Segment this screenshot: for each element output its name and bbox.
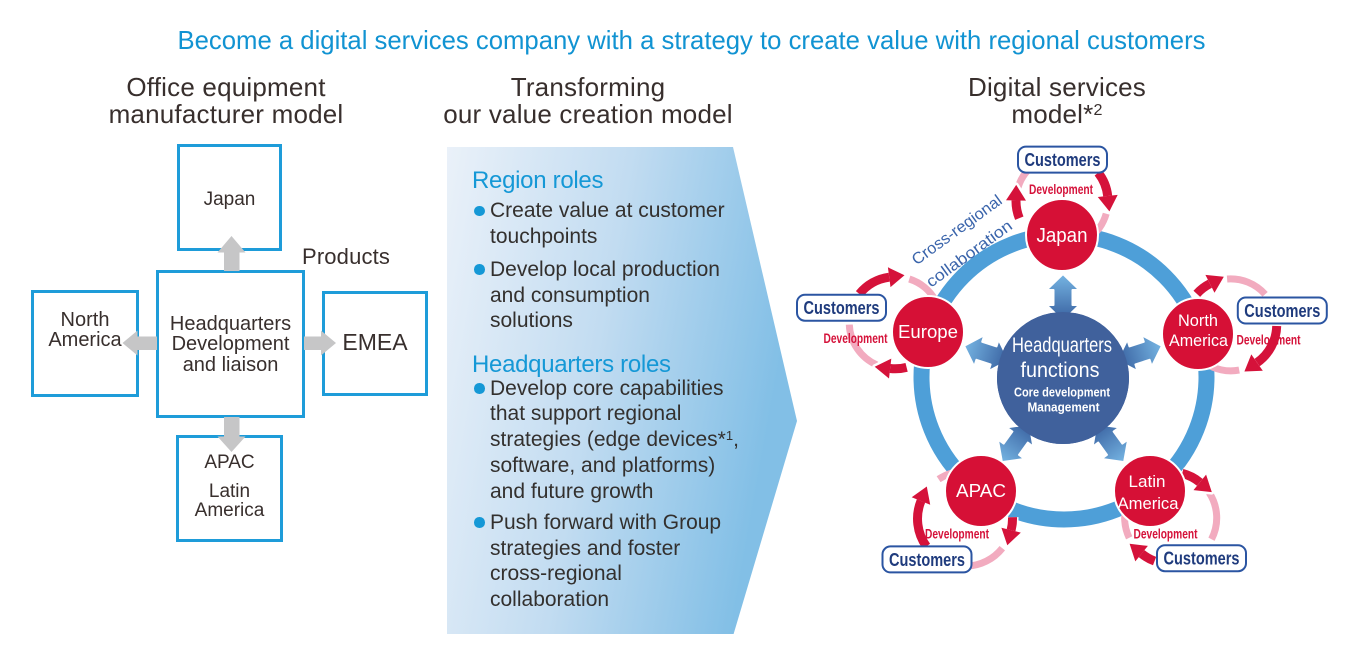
svg-text:America: America — [1118, 495, 1180, 513]
svg-text:Development: Development — [1237, 332, 1301, 348]
svg-text:Development: Development — [824, 330, 888, 346]
svg-text:Development: Development — [1134, 526, 1198, 542]
svg-text:Customers: Customers — [1164, 549, 1240, 569]
svg-text:Headquarters: Headquarters — [1012, 334, 1112, 357]
svg-text:Management: Management — [1028, 400, 1101, 415]
svg-text:Customers: Customers — [889, 550, 965, 570]
svg-text:Development: Development — [925, 526, 989, 542]
svg-text:Development: Development — [1029, 181, 1093, 197]
svg-text:Core development: Core development — [1014, 385, 1111, 400]
svg-text:Latin: Latin — [1129, 473, 1166, 491]
svg-text:America: America — [1169, 332, 1229, 350]
svg-text:Customers: Customers — [804, 298, 880, 318]
svg-text:APAC: APAC — [956, 481, 1006, 501]
svg-text:Europe: Europe — [898, 322, 958, 342]
svg-text:Japan: Japan — [1037, 225, 1088, 247]
svg-text:North: North — [1178, 312, 1218, 330]
svg-text:Customers: Customers — [1244, 301, 1320, 321]
svg-text:Customers: Customers — [1025, 150, 1101, 170]
svg-text:functions: functions — [1021, 359, 1100, 382]
